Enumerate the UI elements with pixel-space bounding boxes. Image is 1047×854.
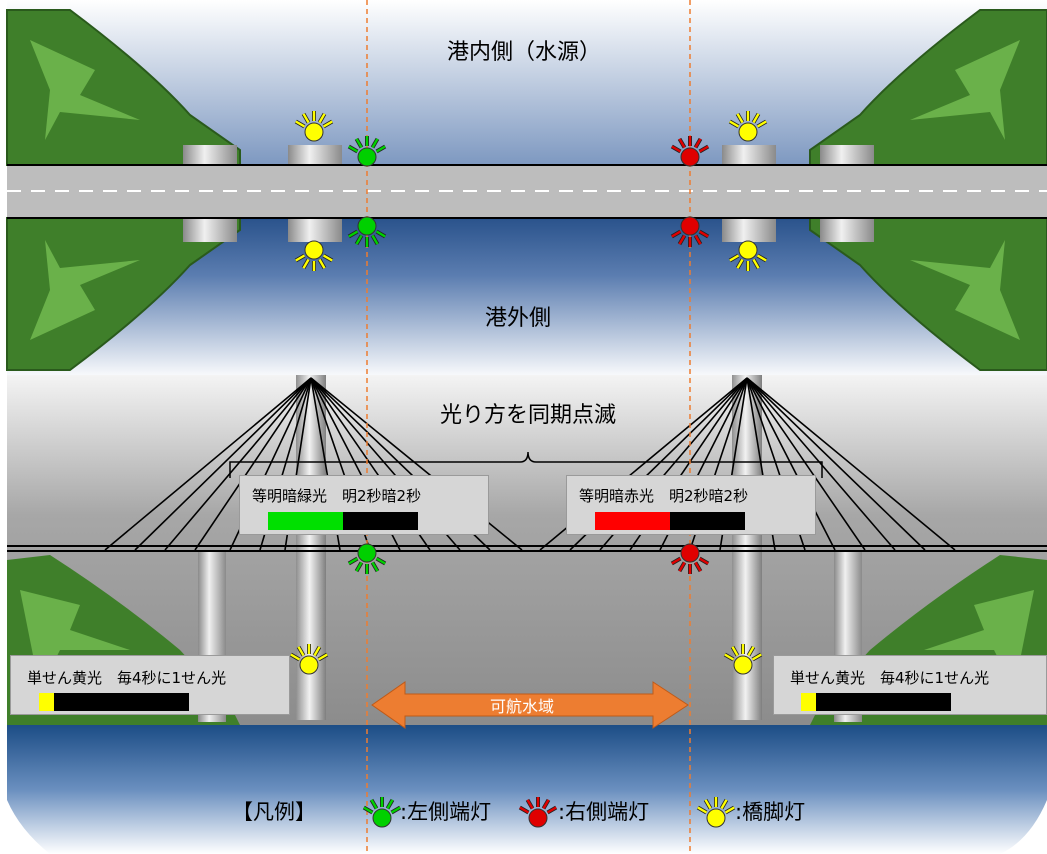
legend-title: 【凡例】 [232, 800, 316, 824]
pier-light-icon [289, 644, 329, 675]
left-end-light-panel: 等明暗緑光 明2秒暗2秒 [239, 475, 489, 535]
harbor-outer-label: 港外側 [485, 306, 552, 331]
bridge-deck-elevation [7, 545, 1047, 552]
pier-light-label-left: 単せん黄光 毎4秒に1せん光 [27, 669, 227, 687]
pier-light-on-phase-left [39, 693, 54, 711]
pier-light-icon [728, 240, 768, 271]
right-end-light-panel: 等明暗赤光 明2秒暗2秒 [566, 475, 816, 535]
navigable-area-label: 可航水域 [490, 697, 555, 716]
green-light-icon [362, 797, 402, 828]
pier-light-pattern-bar-right [801, 693, 951, 711]
pier-blocks-top [183, 145, 874, 242]
pier-light-panel-left: 単せん黄光 毎4秒に1せん光 [10, 655, 290, 715]
left-end-light-icon [347, 136, 387, 167]
water-navigable [7, 725, 1047, 854]
right-end-light-icon [670, 543, 710, 574]
red-light-icon [518, 797, 558, 828]
pier-light-icon [294, 240, 334, 271]
pier-light-pattern-bar-left [39, 693, 189, 711]
left-end-light-label: 等明暗緑光 明2秒暗2秒 [252, 487, 422, 505]
legend-right-end-light: :右側端灯 [558, 800, 650, 824]
channel-guide-lines [366, 0, 691, 854]
navigation-lights [289, 111, 768, 828]
left-end-light-icon [347, 543, 387, 574]
left-end-light-icon [347, 216, 387, 247]
left-end-light-pattern-bar [268, 512, 418, 530]
right-end-light-on-phase [595, 512, 670, 530]
legend-pier-light: :橋脚灯 [735, 800, 806, 824]
pier-light-icon [723, 644, 763, 675]
sync-bracket [229, 451, 823, 478]
legend-left-end-light: :左側端灯 [400, 800, 492, 824]
pier-light-panel-right: 単せん黄光 毎4秒に1せん光 [773, 655, 1047, 715]
right-end-light-label: 等明暗赤光 明2秒暗2秒 [579, 487, 749, 505]
pier-light-icon [728, 111, 768, 142]
pier-light-label-right: 単せん黄光 毎4秒に1せん光 [790, 669, 990, 687]
pier-light-on-phase-right [801, 693, 816, 711]
left-end-light-on-phase [268, 512, 343, 530]
right-end-light-icon [670, 216, 710, 247]
mountain-right-top [809, 9, 1047, 166]
sync-caption: 光り方を同期点滅 [440, 403, 617, 428]
right-end-light-pattern-bar [595, 512, 745, 530]
bridge-deck-plan [7, 164, 1047, 219]
harbor-inner-label: 港内側（水源） [447, 40, 602, 65]
mountain-left-top [6, 9, 241, 166]
right-end-light-icon [670, 136, 710, 167]
yellow-light-icon [696, 797, 736, 828]
navigable-arrow [371, 681, 689, 729]
pier-light-icon [294, 111, 334, 142]
